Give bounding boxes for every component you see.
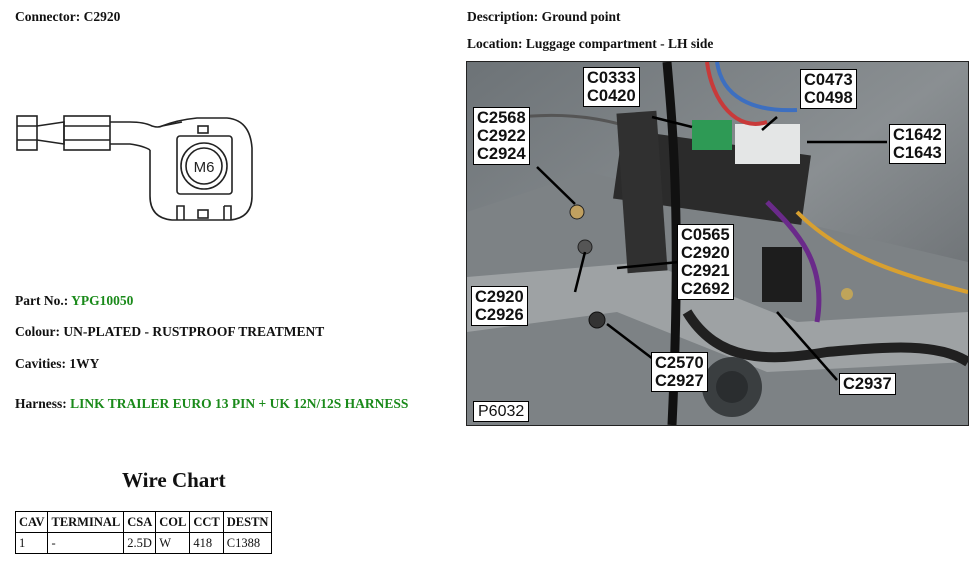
callout-c2568: C2568 C2922 C2924: [473, 107, 530, 165]
description-value: Ground point: [541, 9, 621, 24]
location-value: Luggage compartment - LH side: [525, 36, 714, 51]
header-terminal: TERMINAL: [47, 511, 125, 533]
callout-c1642: C1642 C1643: [889, 124, 946, 164]
stud-circle: [180, 142, 228, 190]
callout-c2570: C2570 C2927: [651, 352, 708, 392]
ring-terminal-body: [149, 117, 253, 221]
colour-line: Colour: UN-PLATED - RUSTPROOF TREATMENT: [15, 324, 325, 339]
callout-c0333: C0333 C0420: [583, 67, 640, 107]
connector-diagram: M6: [16, 115, 253, 221]
cavities-value: 1WY: [69, 356, 100, 371]
wire-ferrule-left: [16, 115, 38, 151]
callout-c2937: C2937: [839, 373, 896, 395]
harness-line: Harness: LINK TRAILER EURO 13 PIN + UK 1…: [15, 396, 409, 411]
cell-cav: 1: [14, 532, 49, 554]
wire-chart-table: CAV TERMINAL CSA COL CCT DESTN 1 - 2.5D …: [14, 511, 273, 554]
table-row: 1 - 2.5D W 418 C1388: [14, 532, 273, 554]
header-col: COL: [155, 511, 191, 533]
connector-line: Connector: C2920: [15, 9, 121, 24]
cell-csa: 2.5D: [123, 532, 157, 554]
photo-scene: [467, 62, 968, 425]
cell-destn: C1388: [222, 532, 273, 554]
header-cav: CAV: [14, 511, 49, 533]
header-cct: CCT: [189, 511, 224, 533]
description-line: Description: Ground point: [467, 9, 621, 24]
location-photo: C0333 C0420 C0473 C0498 C2568 C2922 C292…: [466, 61, 969, 426]
photo-id-label: P6032: [473, 401, 530, 422]
stud-label: M6: [194, 159, 215, 176]
header-destn: DESTN: [222, 511, 273, 533]
callout-c0473: C0473 C0498: [800, 69, 857, 109]
cell-col: W: [155, 532, 191, 554]
callout-c2920: C2920 C2926: [471, 286, 528, 326]
wire-chart-header-row: CAV TERMINAL CSA COL CCT DESTN: [14, 511, 273, 533]
part-no-value: YPG10050: [71, 293, 134, 308]
part-no-line: Part No.: YPG10050: [15, 293, 134, 308]
colour-value: UN-PLATED - RUSTPROOF TREATMENT: [63, 324, 325, 339]
wire-chart-title: Wire Chart: [122, 468, 226, 492]
cell-terminal: -: [47, 532, 125, 554]
location-line: Location: Luggage compartment - LH side: [467, 36, 714, 51]
cell-cct: 418: [189, 532, 224, 554]
callout-c0565: C0565 C2920 C2921 C2692: [677, 224, 734, 300]
cavities-line: Cavities: 1WY: [15, 356, 100, 371]
header-csa: CSA: [123, 511, 157, 533]
connector-value: C2920: [83, 9, 121, 24]
harness-value: LINK TRAILER EURO 13 PIN + UK 12N/12S HA…: [70, 396, 409, 411]
wire-crimp: [63, 115, 111, 151]
